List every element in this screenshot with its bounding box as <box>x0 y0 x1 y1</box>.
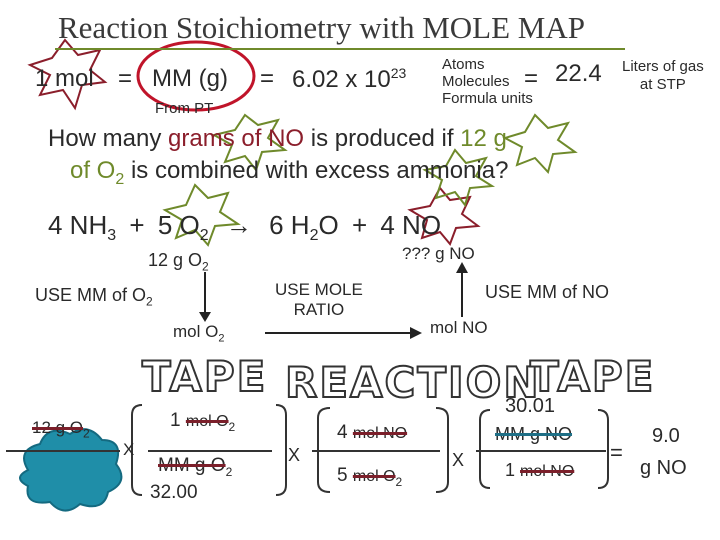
use-mm-no-label: USE MM of NO <box>485 282 610 302</box>
star-12g-icon <box>502 113 578 174</box>
star-o2-icon <box>162 183 241 247</box>
factor-2-top: 4 mol NO <box>337 422 408 443</box>
tape-word-1: TAPE <box>141 351 268 402</box>
use-mole-ratio-label: USE MOLE RATIO <box>275 280 363 319</box>
title-underline <box>55 48 625 50</box>
star-grams-icon <box>211 113 288 173</box>
page-title: Reaction Stoichiometry with MOLE MAP <box>58 10 585 45</box>
factor-3-value: 30.01 <box>505 395 556 417</box>
mol-o2-label: mol O2 <box>173 322 225 345</box>
unknown-label: ??? g NO <box>402 244 475 263</box>
answer-value: 9.0 <box>652 425 680 447</box>
from-pt-label: From PT <box>155 100 214 117</box>
factor-2-bottom: 5 mol O2 <box>337 465 403 489</box>
times-3: X <box>452 450 465 470</box>
circle-mm-icon <box>136 40 256 112</box>
answer-unit: g NO <box>640 457 687 479</box>
times-2: X <box>288 445 301 465</box>
star-ammonia-icon <box>422 148 496 208</box>
equals-2: = <box>260 65 275 92</box>
given-label: 12 g O2 <box>148 250 209 274</box>
start-quantity: 12 g O2 <box>32 418 90 441</box>
particles-label: Atoms Molecules Formula units <box>442 56 533 107</box>
factor-1-value: 32.00 <box>150 482 198 503</box>
question-line-2: of O2 is combined with excess ammonia? <box>70 157 509 188</box>
reaction-equation: 4 NH3 + 5 O2 → 6 H2O + 4 NO <box>48 210 442 245</box>
factor-1-bottom: MM g O2 <box>158 455 233 479</box>
star-no-icon <box>407 186 481 246</box>
liters-label: Liters of gas at STP <box>622 58 704 93</box>
equals-3: = <box>524 65 539 92</box>
cloud-icon <box>19 428 123 512</box>
question-line-1: How many grams of NO is produced if 12 g <box>48 125 507 152</box>
factor-3-top: MM g NO <box>495 424 573 444</box>
equals-1: = <box>118 65 133 92</box>
factor-1-top: 1 mol O2 <box>170 410 236 434</box>
use-mm-o2-label: USE MM of O2 <box>35 285 153 309</box>
one-mol-label: 1 mol <box>35 65 94 92</box>
volume-value: 22.4 <box>555 60 602 87</box>
times-1: X <box>123 440 135 459</box>
equals-result: = <box>610 440 623 465</box>
star-1mol-icon <box>27 38 108 111</box>
factor-3-bottom: 1 mol NO <box>505 460 575 480</box>
mol-no-label: mol NO <box>430 318 488 337</box>
tape-word-2: TAPE <box>529 351 656 402</box>
mm-label: MM (g) <box>152 65 228 92</box>
avogadro-label: 6.02 x 1023 <box>292 65 407 93</box>
reaction-word: REACTION <box>284 357 541 408</box>
